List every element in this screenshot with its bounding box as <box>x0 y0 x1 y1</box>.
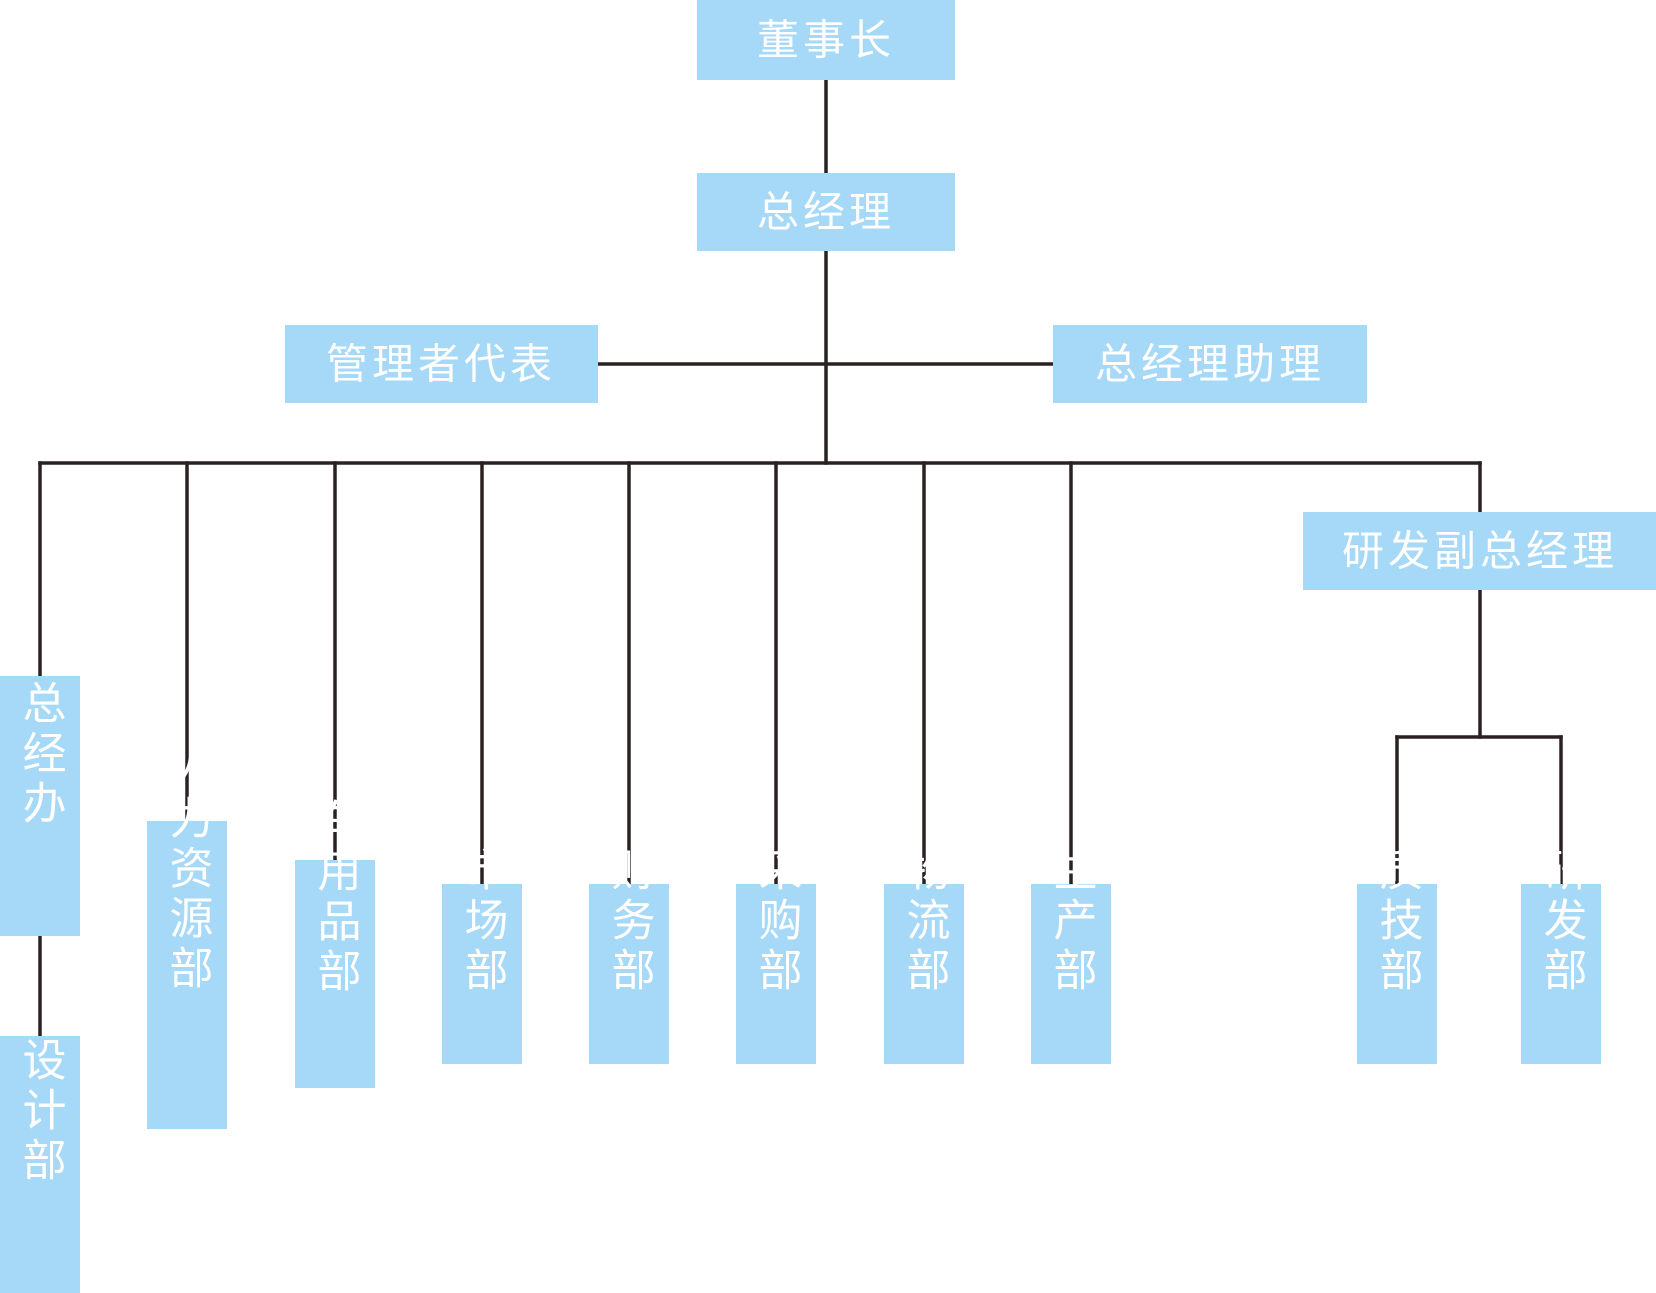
node-rd-vice-gm-label: 研发副总经理 <box>1342 527 1618 576</box>
node-marketing-label: 市场部 <box>457 847 508 997</box>
node-management-rep-label: 管理者代表 <box>326 340 556 389</box>
node-gm-office-label: 总经办 <box>15 680 66 830</box>
node-quality-label: 质技部 <box>1372 847 1423 997</box>
node-rd-label: 研发部 <box>1536 847 1587 997</box>
node-purchasing: 采购部 <box>736 847 816 1064</box>
node-rd: 研发部 <box>1521 847 1601 1064</box>
node-quality: 质技部 <box>1357 847 1437 1064</box>
node-marketing: 市场部 <box>442 847 522 1064</box>
node-design-label: 设计部 <box>15 1037 66 1187</box>
node-chairman: 董事长 <box>697 0 955 80</box>
node-hr: 人力资源部 <box>147 745 227 1129</box>
node-hr-label: 人力资源部 <box>162 745 213 995</box>
node-gm-assistant-label: 总经理助理 <box>1095 340 1325 389</box>
node-vehicle-supplies-label: 车用品部 <box>310 798 361 998</box>
node-logistics-label: 物流部 <box>899 847 950 997</box>
node-vehicle-supplies: 车用品部 <box>295 798 375 1088</box>
node-finance-label: 财务部 <box>604 847 655 997</box>
node-gm-assistant: 总经理助理 <box>1053 325 1367 403</box>
node-purchasing-label: 采购部 <box>751 847 802 997</box>
node-logistics: 物流部 <box>884 847 964 1064</box>
node-management-rep: 管理者代表 <box>285 325 598 403</box>
node-gm-office: 总经办 <box>0 676 80 936</box>
node-rd-vice-gm: 研发副总经理 <box>1303 512 1656 590</box>
node-general-manager-label: 总经理 <box>757 188 895 237</box>
node-finance: 财务部 <box>589 847 669 1064</box>
node-production: 生产部 <box>1031 847 1111 1064</box>
node-general-manager: 总经理 <box>697 173 955 251</box>
connectors <box>38 78 1563 1038</box>
node-production-label: 生产部 <box>1046 847 1097 997</box>
node-design: 设计部 <box>0 1036 80 1293</box>
node-chairman-label: 董事长 <box>757 16 895 65</box>
